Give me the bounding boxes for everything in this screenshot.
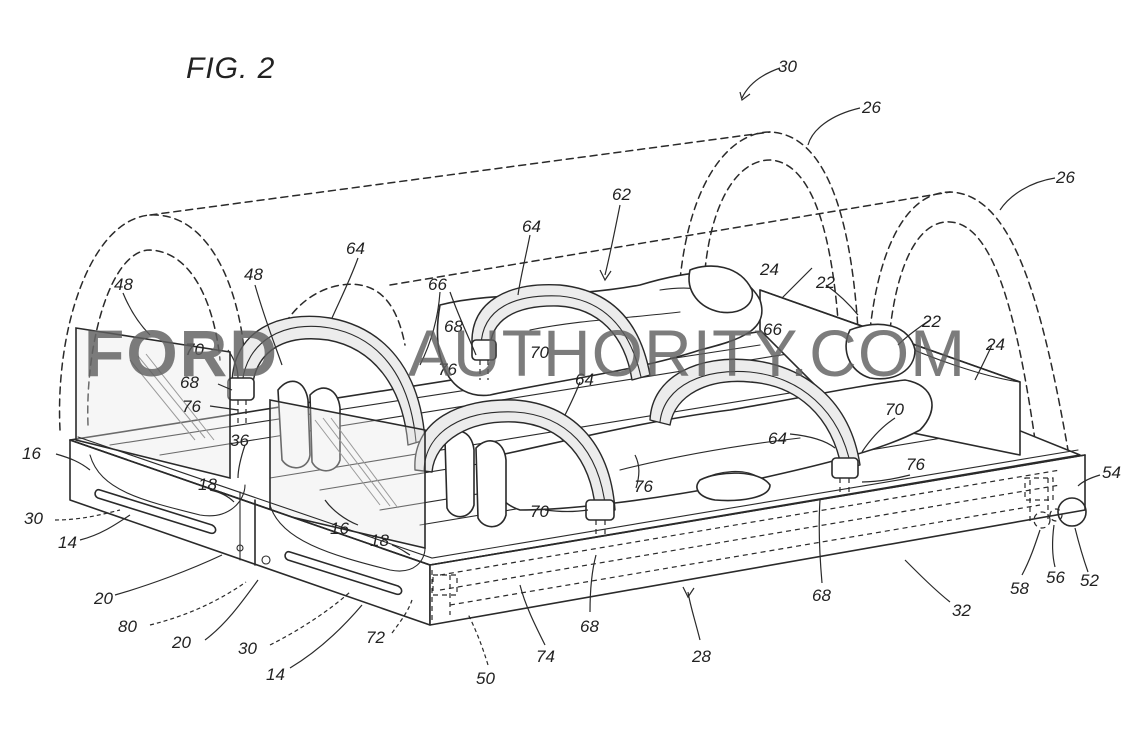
- ref-14-a: 14: [58, 533, 77, 552]
- ref-18-a: 18: [198, 475, 217, 494]
- ref-76-c: 76: [634, 477, 653, 496]
- ref-32: 32: [952, 601, 971, 620]
- ref-20-a: 20: [93, 589, 113, 608]
- ref-24-a: 24: [759, 260, 779, 279]
- ref-22-a: 22: [815, 273, 835, 292]
- ref-16-b: 16: [330, 519, 349, 538]
- ref-20-b: 20: [171, 633, 191, 652]
- ref-64-a: 64: [522, 217, 541, 236]
- watermark-brand-regular: AUTHORITY.COM: [408, 316, 966, 390]
- ref-30-bottom: 30: [238, 639, 257, 658]
- ref-68-c: 68: [580, 617, 599, 636]
- ref-76-a: 76: [182, 397, 201, 416]
- ref-70-c: 70: [530, 502, 549, 521]
- ref-14-b: 14: [266, 665, 285, 684]
- ref-66-a: 66: [428, 275, 447, 294]
- ref-28: 28: [691, 647, 711, 666]
- ref-58: 58: [1010, 579, 1029, 598]
- ref-52: 52: [1080, 571, 1099, 590]
- ref-48-a: 48: [114, 275, 133, 294]
- ref-16-a: 16: [22, 444, 41, 463]
- ref-54: 54: [1102, 463, 1121, 482]
- watermark: FORD AUTHORITY.COM: [84, 316, 966, 390]
- ref-74: 74: [536, 647, 555, 666]
- ref-72: 72: [366, 628, 385, 647]
- ref-80: 80: [118, 617, 137, 636]
- ref-62: 62: [612, 185, 631, 204]
- ref-24-b: 24: [985, 335, 1005, 354]
- figure-title: FIG. 2: [186, 52, 275, 86]
- ref-56: 56: [1046, 568, 1065, 587]
- ref-18-b: 18: [370, 531, 389, 550]
- ref-68-d: 68: [812, 586, 831, 605]
- ref-70-d: 70: [885, 400, 904, 419]
- ref-64-d: 64: [768, 429, 787, 448]
- ref-48-b: 48: [244, 265, 263, 284]
- ref-30-left: 30: [24, 509, 43, 528]
- ref-26-a: 26: [861, 98, 881, 117]
- ref-50: 50: [476, 669, 495, 688]
- ref-26-b: 26: [1055, 168, 1075, 187]
- watermark-brand-bold: FORD: [84, 316, 279, 390]
- ref-76-d: 76: [906, 455, 925, 474]
- ref-64-b: 64: [346, 239, 365, 258]
- ref-30-top: 30: [778, 57, 797, 76]
- ref-36: 36: [230, 431, 249, 450]
